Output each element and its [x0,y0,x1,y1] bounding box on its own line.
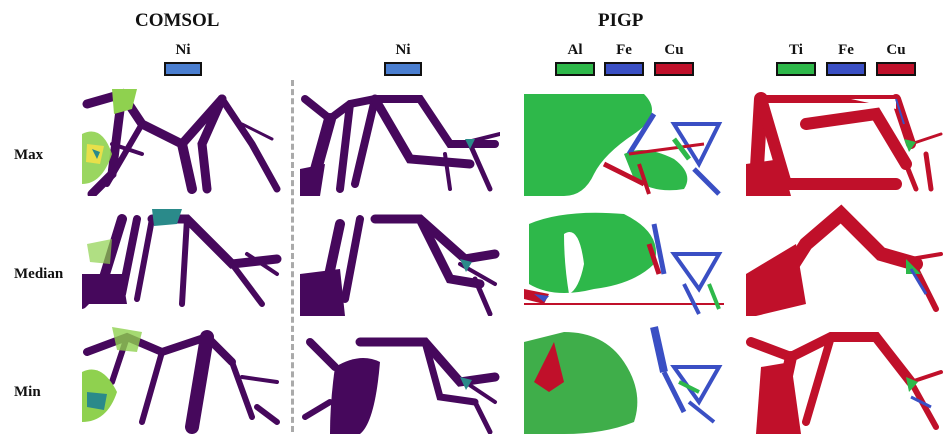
legend-col4-swatch-fe [826,62,866,76]
legend-col3-label-fe: Fe [616,42,632,58]
legend-col4-label-fe: Fe [838,42,854,58]
row-label-max: Max [14,147,44,163]
panel-pigp-tifecu-max [746,84,946,196]
panel-pigp-alfecu-median [524,204,724,316]
panel-pigp-ni-max [300,84,500,196]
panel-pigp-tifecu-min [746,322,946,434]
panel-comsol-median [82,204,282,316]
legend-col3-swatch-cu [654,62,694,76]
legend-col3-label-al: Al [567,42,583,58]
panel-pigp-alfecu-max [524,84,724,196]
pigp-header: PIGP [598,10,644,31]
legend-col2-swatch-ni [384,62,422,76]
row-label-min: Min [14,384,41,400]
legend-col3-swatch-al [555,62,595,76]
panel-pigp-alfecu-min [524,322,724,434]
panel-comsol-min [82,322,282,434]
panel-pigp-tifecu-median [746,204,946,316]
legend-col4-label-cu: Cu [886,42,906,58]
panel-pigp-ni-median [300,204,500,316]
panel-pigp-ni-min [300,322,500,434]
legend-col2-label-ni: Ni [395,42,411,58]
legend-col1-label-ni: Ni [175,42,191,58]
legend-col4-label-ti: Ti [789,42,803,58]
row-label-median: Median [14,266,64,282]
legend-col3-label-cu: Cu [664,42,684,58]
comsol-header: COMSOL [135,10,220,31]
legend-col4-swatch-ti [776,62,816,76]
divider-line [291,80,294,432]
panel-comsol-max [82,84,282,196]
legend-col3-swatch-fe [604,62,644,76]
legend-col1-swatch-ni [164,62,202,76]
legend-col4-swatch-cu [876,62,916,76]
